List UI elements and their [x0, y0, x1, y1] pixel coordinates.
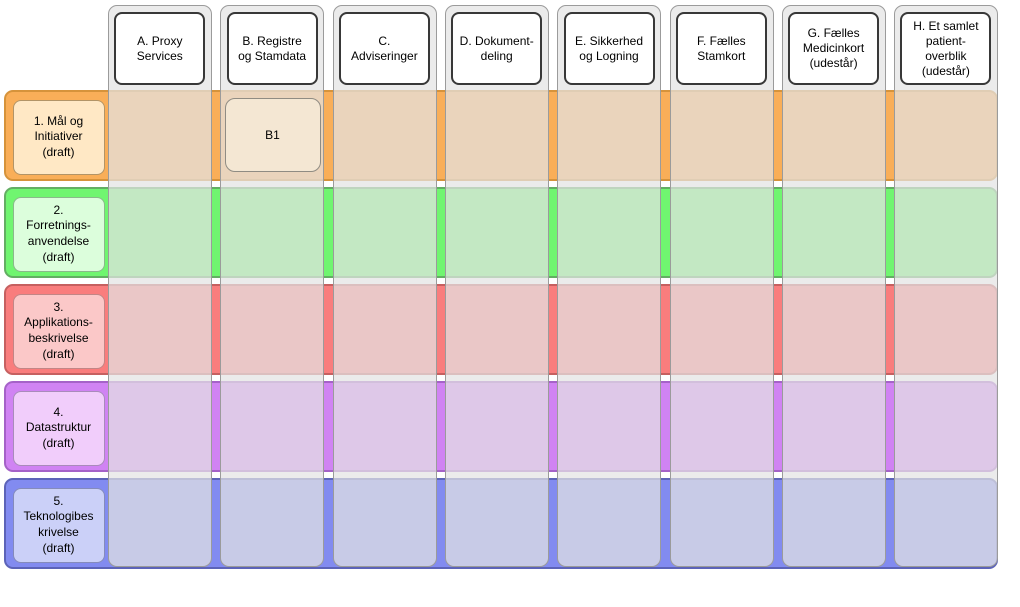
column-header-c[interactable]: C. Adviseringer — [338, 12, 430, 85]
column-header-label: E. Sikkerhed og Logning — [574, 33, 644, 63]
column-lane-f[interactable] — [669, 5, 774, 567]
row-header-1[interactable]: 1. Mål og Initiativer (draft) — [12, 99, 105, 175]
row-header-label: 1. Mål og Initiativer (draft) — [33, 113, 84, 159]
cell-b1[interactable]: B1 — [224, 98, 321, 172]
column-lane-e[interactable] — [557, 5, 662, 567]
column-lane-g[interactable] — [781, 5, 886, 567]
column-lane-c[interactable] — [332, 5, 437, 567]
row-header-5[interactable]: 5. Teknologibes krivelse (draft) — [12, 487, 105, 563]
column-lane-h[interactable] — [894, 5, 999, 567]
column-header-label: D. Dokument- deling — [459, 33, 534, 63]
column-header-g[interactable]: G. Fælles Medicinkort (udestår) — [788, 12, 880, 85]
column-lane-d[interactable] — [444, 5, 549, 567]
column-header-e[interactable]: E. Sikkerhed og Logning — [563, 12, 655, 85]
column-header-label: A. Proxy Services — [136, 33, 183, 63]
cell-label: B1 — [265, 128, 280, 142]
column-header-f[interactable]: F. Fælles Stamkort — [675, 12, 767, 85]
row-header-2[interactable]: 2. Forretnings- anvendelse (draft) — [12, 196, 105, 272]
column-header-h[interactable]: H. Et samlet patient- overblik (udestår) — [900, 12, 992, 85]
column-header-label: C. Adviseringer — [351, 33, 418, 63]
row-header-3[interactable]: 3. Applikations- beskrivelse (draft) — [12, 293, 105, 369]
row-header-label: 4. Datastruktur (draft) — [25, 404, 92, 450]
column-header-label: F. Fælles Stamkort — [696, 33, 746, 63]
column-header-label: G. Fælles Medicinkort (udestår) — [802, 26, 865, 70]
column-header-label: H. Et samlet patient- overblik (udestår) — [913, 18, 979, 78]
row-header-label: 5. Teknologibes krivelse (draft) — [23, 493, 94, 555]
column-header-a[interactable]: A. Proxy Services — [114, 12, 206, 85]
column-lane-a[interactable] — [108, 5, 212, 567]
column-header-b[interactable]: B. Registre og Stamdata — [226, 12, 318, 85]
column-header-d[interactable]: D. Dokument- deling — [451, 12, 543, 85]
column-header-label: B. Registre og Stamdata — [238, 33, 307, 63]
row-header-4[interactable]: 4. Datastruktur (draft) — [12, 390, 105, 466]
row-header-label: 2. Forretnings- anvendelse (draft) — [26, 202, 91, 264]
row-header-label: 3. Applikations- beskrivelse (draft) — [24, 299, 93, 361]
